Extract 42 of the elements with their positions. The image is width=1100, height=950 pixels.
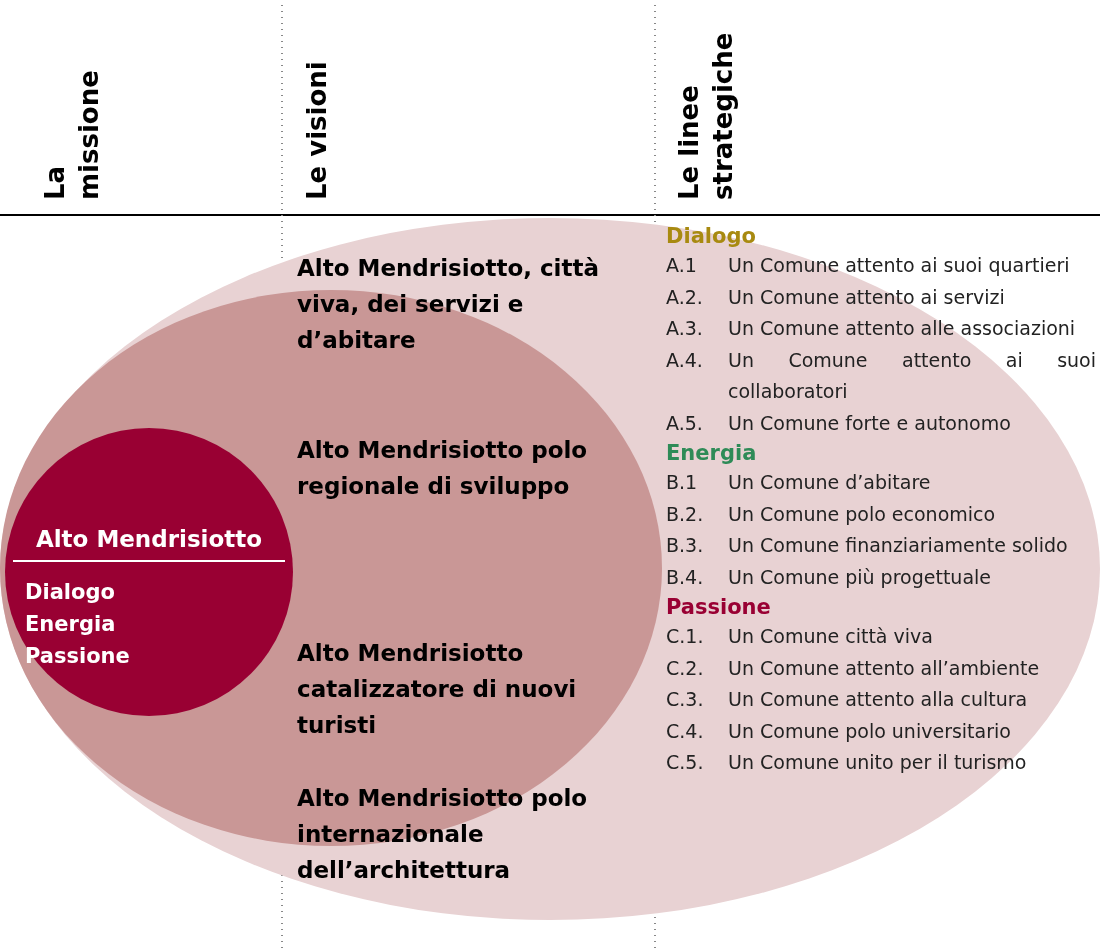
item-number: B.3. <box>666 533 705 558</box>
middle-ellipse <box>0 290 662 846</box>
item-number: C.2. <box>666 655 705 681</box>
vision-text: Alto Mendrisiotto catalizzatore di nuovi turisti <box>297 639 578 740</box>
column-heading: Le linee strategiche <box>673 31 739 200</box>
strategy-text: Un Comune forte e autonomo <box>728 410 1012 436</box>
inner-circle <box>5 428 293 716</box>
strategy-text: Un Comune città viva <box>728 624 934 649</box>
item-number: A.2. <box>666 284 704 310</box>
section-heading: Passione <box>666 594 772 621</box>
item-number: B.1 <box>666 470 699 495</box>
column-heading: La missione <box>39 69 105 200</box>
strategy-text: Un Comune attento alla cultura <box>728 687 1029 712</box>
strategy-text: Un Comune finanziariamente solido <box>728 533 1069 558</box>
vision-text: Alto Mendrisiotto, città viva, dei servizi e d’abitare <box>297 254 600 355</box>
vision-text: Alto Mendrisiotto polo regionale di sviluppo <box>297 436 589 501</box>
section-heading: Energia <box>666 440 758 467</box>
column-heading: Le visioni <box>301 60 333 200</box>
strategy-text: Un Comune unito per il turismo <box>728 750 1028 775</box>
strategy-text: Un Comune attento all’ambiente <box>728 655 1041 681</box>
item-number: C.3. <box>666 687 705 712</box>
item-number: A.1 <box>666 253 698 278</box>
strategy-text: Un Comune attento ai suoi collaboratori <box>728 347 1096 404</box>
strategy-text: Un Comune attento alle associazioni <box>728 316 1077 341</box>
item-number: A.4. <box>666 347 704 373</box>
strategy-text: Un Comune attento ai servizi <box>728 284 1006 310</box>
item-number: A.3. <box>666 316 704 341</box>
vision-text: Alto Mendrisiotto polo internazionale dell’architettura <box>297 784 589 885</box>
item-number: C.5. <box>666 750 705 775</box>
item-number: C.1. <box>666 624 705 649</box>
item-number: B.2. <box>666 501 705 527</box>
item-number: A.5. <box>666 410 704 436</box>
strategy-text: Un Comune d’abitare <box>728 470 932 495</box>
item-number: C.4. <box>666 718 705 744</box>
strategy-text: Un Comune polo universitario <box>728 718 1012 744</box>
item-number: B.4. <box>666 564 705 590</box>
section-heading: Dialogo <box>666 223 757 250</box>
strategy-text: Un Comune attento ai suoi quartieri <box>728 253 1071 278</box>
circle-title: Alto Mendrisiotto <box>13 526 285 562</box>
strategy-text: Un Comune polo economico <box>728 501 997 527</box>
strategy-text: Un Comune più progettuale <box>728 564 992 590</box>
outer-ellipse <box>0 218 1100 920</box>
